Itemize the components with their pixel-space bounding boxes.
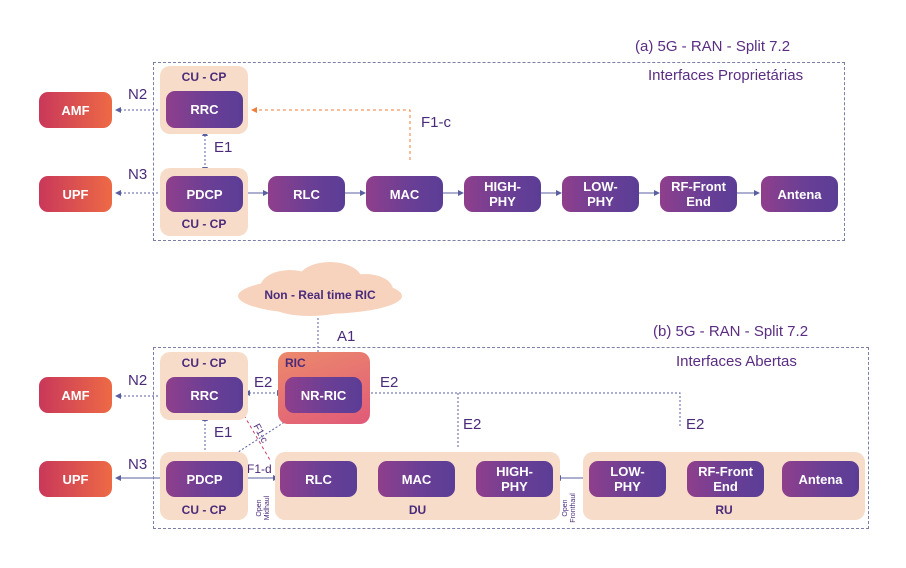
cu-cp-top-label: CU - CP [181,70,227,84]
pdcp-node-b[interactable]: PDCP [166,461,243,497]
e2-du-ru-link [355,392,681,426]
bottom-title: (b) 5G - RAN - Split 7.2 [653,323,809,340]
open-midhaul-label: Open Midhaul [256,495,271,521]
ru-label: RU [715,503,733,517]
high-phy-node[interactable]: HIGH- PHY [464,176,541,212]
e1-label-b: E1 [214,424,233,441]
f1c-ric-link [231,411,301,457]
mac-node[interactable]: MAC [366,176,443,212]
ric-label: RIC [285,356,306,370]
amf-node-b[interactable]: AMF [39,377,112,413]
f1d-label: F1-d [247,462,272,476]
a1-label: A1 [337,328,356,345]
rlc-node[interactable]: RLC [268,176,345,212]
top-boundary [153,62,845,241]
rf-front-end-node-b[interactable]: RF-Front End [687,461,764,497]
n3-label-b: N3 [128,456,148,473]
top-subtitle: Interfaces Proprietárias [648,67,804,84]
bottom-boundary [153,347,869,529]
non-rt-ric-cloud[interactable]: Non - Real time RIC [230,258,410,320]
n2-label-b: N2 [128,372,148,389]
e1-label: E1 [214,139,233,156]
cu-cp-bottom-label-b: CU - CP [181,503,227,517]
bottom-subtitle: Interfaces Abertas [676,353,797,370]
cu-cp-top-label-b: CU - CP [181,356,227,370]
n3-label: N3 [128,166,148,183]
f1c-link [251,107,411,160]
mac-node-b[interactable]: MAC [378,461,455,497]
top-title: (a) 5G - RAN - Split 7.2 [635,38,791,55]
du-label: DU [408,503,427,517]
e2-label-rrc-ric: E2 [254,374,273,391]
rrc-node[interactable]: RRC [166,91,243,128]
cloud-shape [238,262,402,316]
upf-node[interactable]: UPF [39,176,112,212]
pdcp-node[interactable]: PDCP [166,176,243,212]
low-phy-node-b[interactable]: LOW- PHY [589,461,666,497]
antena-node[interactable]: Antena [761,176,838,212]
cloud-label: Non - Real time RIC [264,288,376,302]
high-phy-node-b[interactable]: HIGH- PHY [476,461,553,497]
e2-ru-label: E2 [686,416,705,433]
upf-node-b[interactable]: UPF [39,461,112,497]
f1c-label: F1-c [421,114,451,131]
open-fronthaul-label: Open Fronthaul [562,493,577,523]
rrc-node-b[interactable]: RRC [166,377,243,413]
nr-ric-node[interactable]: NR-RIC [285,377,362,413]
e2-du-label: E2 [463,416,482,433]
rf-front-end-node[interactable]: RF-Front End [660,176,737,212]
f1c-link-b [237,404,271,461]
rlc-node-b[interactable]: RLC [280,461,357,497]
antena-node-b[interactable]: Antena [782,461,859,497]
e2-label-right: E2 [380,374,399,391]
amf-node[interactable]: AMF [39,92,112,128]
cu-cp-bottom-label: CU - CP [181,217,227,231]
n2-label: N2 [128,86,148,103]
low-phy-node[interactable]: LOW- PHY [562,176,639,212]
